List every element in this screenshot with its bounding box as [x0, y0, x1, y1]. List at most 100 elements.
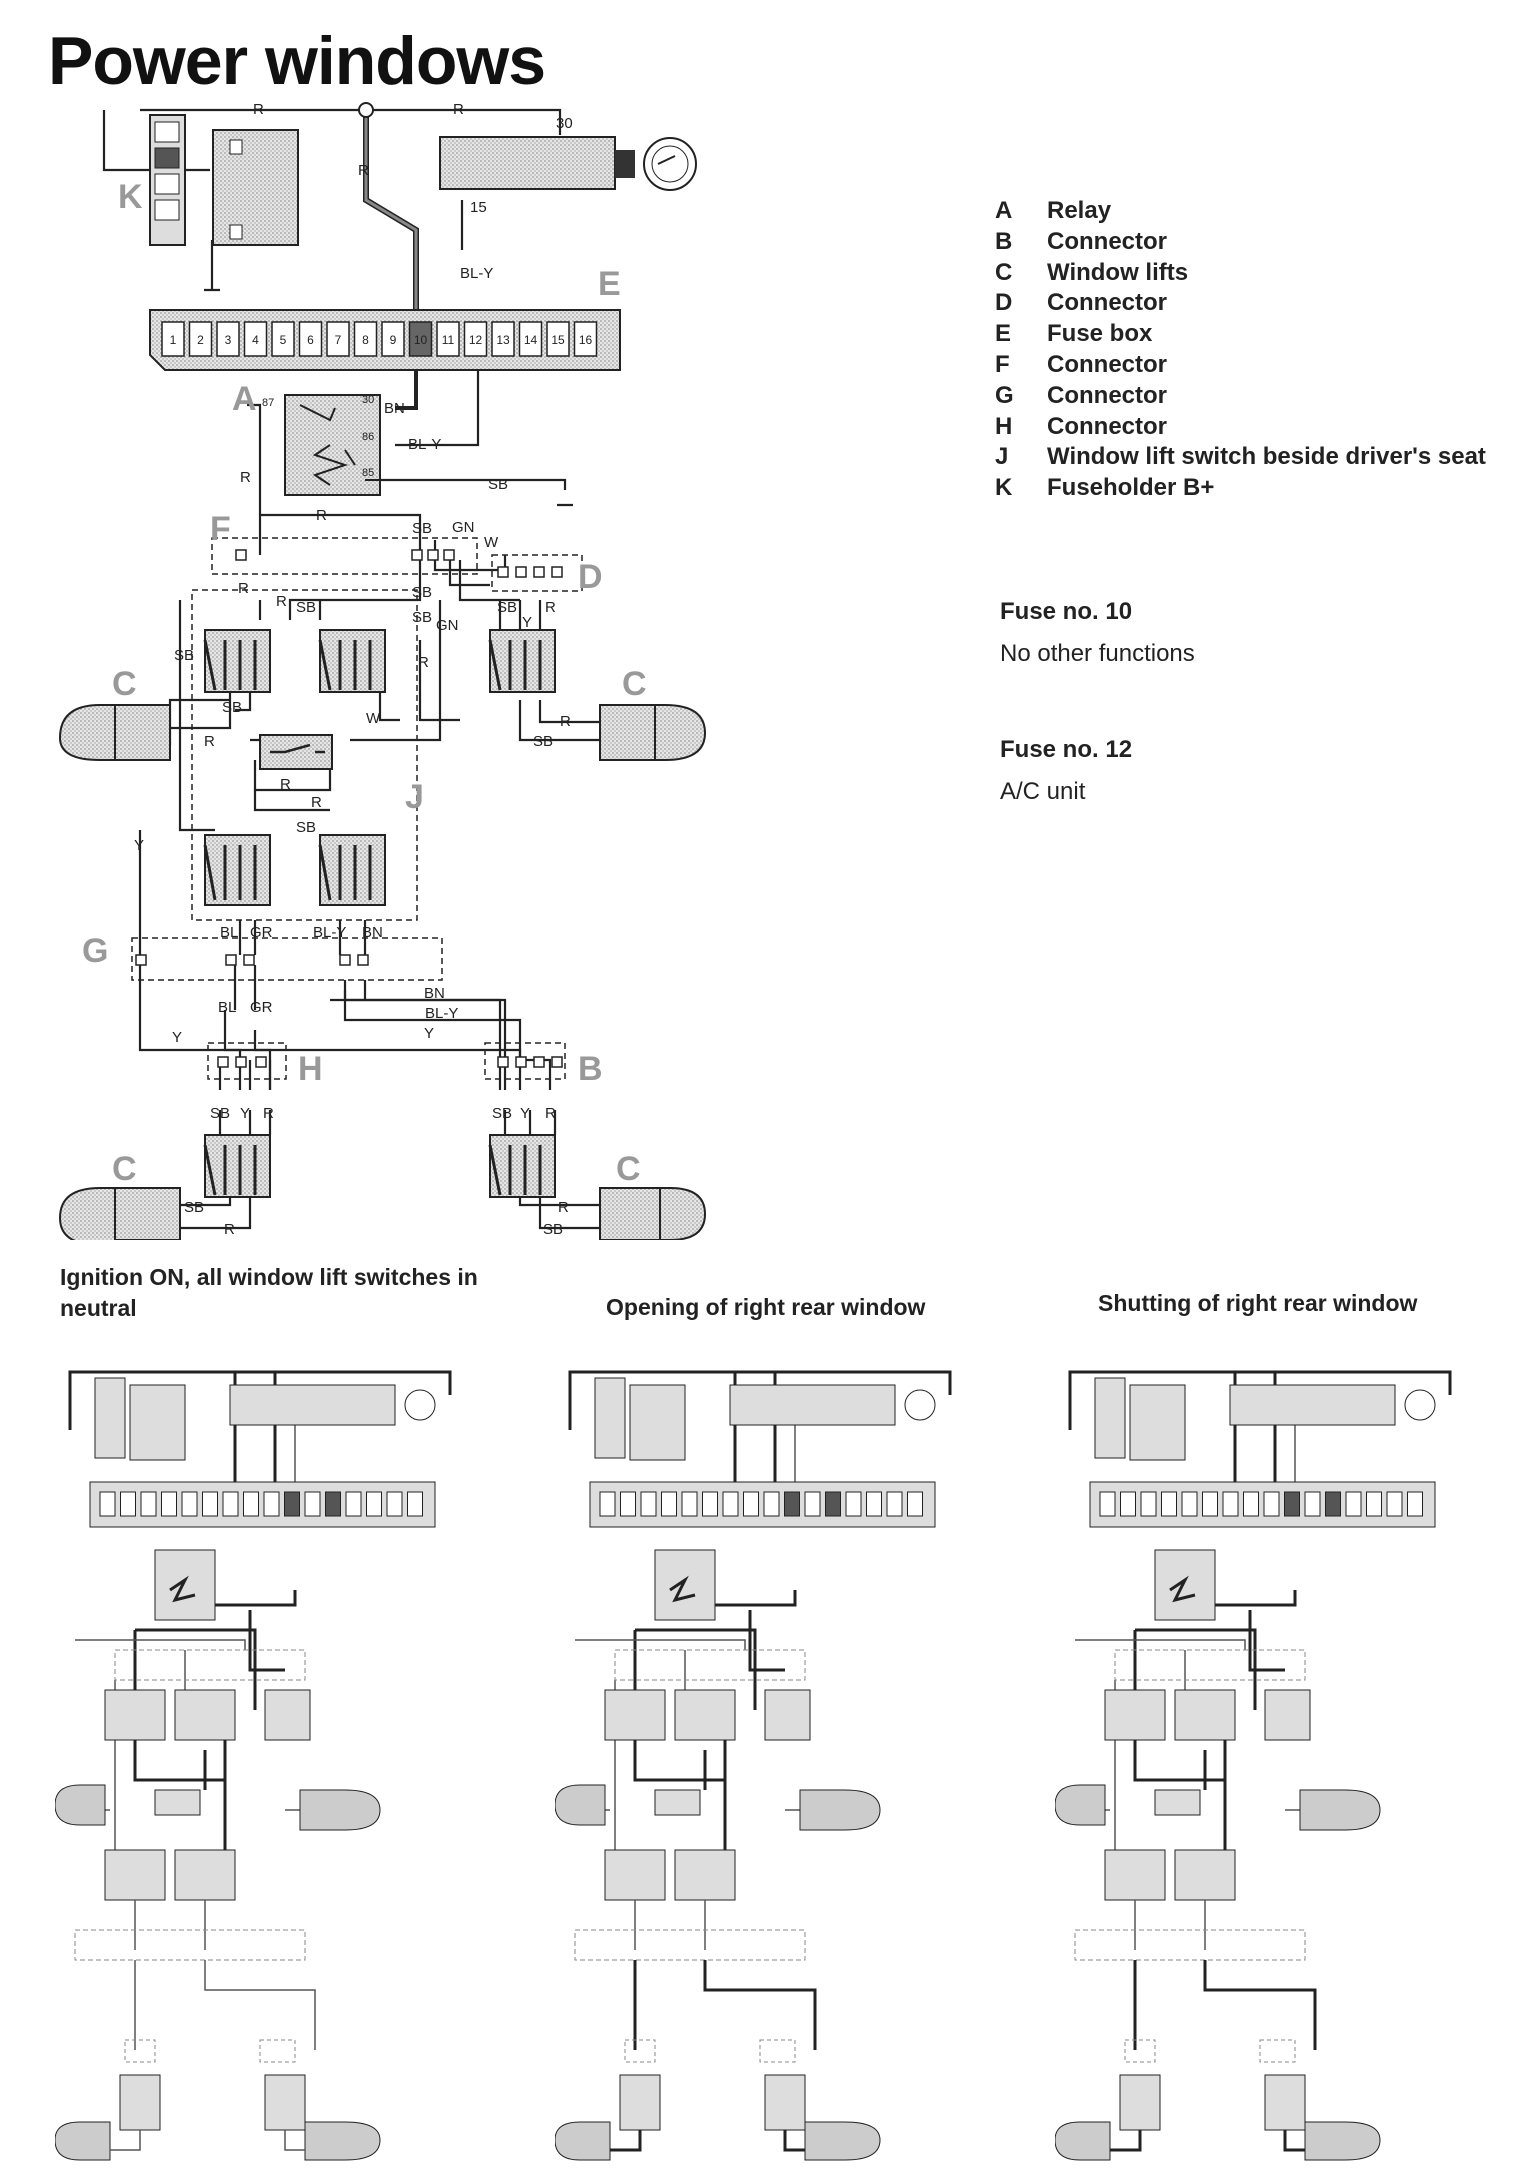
- wire-label: Y: [424, 1025, 434, 1042]
- wire: [568, 1370, 952, 1430]
- wire-label: SB: [488, 476, 508, 493]
- label-a: A: [232, 380, 257, 418]
- fuse-slot: [763, 1491, 780, 1517]
- connector-h: [1124, 2039, 1156, 2063]
- label-h: H: [298, 1050, 323, 1088]
- wire-label: SB: [184, 1199, 204, 1216]
- diagram-shutting: [1055, 1370, 1452, 2161]
- window-lift: [304, 2121, 381, 2161]
- legend-letter: J: [995, 443, 1009, 471]
- wire: [610, 2130, 805, 2152]
- switch: [104, 1689, 166, 1741]
- wire-label: BN: [362, 924, 383, 941]
- fuse-slot: [491, 321, 515, 357]
- wire-label: R: [558, 1199, 569, 1216]
- fuse-number: 15: [551, 333, 565, 347]
- ignition-switch: [229, 1384, 396, 1426]
- switch: [1174, 1689, 1236, 1741]
- connector-g: [74, 1929, 306, 1961]
- wire-label: R: [418, 654, 429, 671]
- fuse-number: 14: [524, 333, 538, 347]
- wire-label: R: [204, 733, 215, 750]
- wire-label: Y: [520, 1105, 530, 1122]
- fuse-slot: [408, 321, 433, 357]
- legend-desc: Connector: [1047, 227, 1167, 255]
- window-lift: [555, 1784, 606, 1826]
- terminal-87: 87: [262, 397, 274, 409]
- fuse-slot: [1386, 1491, 1403, 1517]
- fuse-number: 12: [469, 333, 483, 347]
- fuse-number: 8: [362, 333, 369, 347]
- terminal-30: 30: [362, 394, 374, 406]
- fuse-slot: [216, 321, 240, 357]
- window-lift: [804, 2121, 881, 2161]
- switch: [764, 1689, 811, 1741]
- wire-label: R: [224, 1221, 235, 1238]
- fuse-slot: [1304, 1491, 1321, 1517]
- label-b: B: [578, 1050, 603, 1088]
- switch: [1104, 1849, 1166, 1901]
- fuse-slot: [907, 1491, 923, 1517]
- fuse-slot: [804, 1491, 821, 1517]
- window-lift: [555, 2121, 611, 2161]
- wire-label: SB: [412, 609, 432, 626]
- rear-right-switch-j: [318, 834, 386, 906]
- terminal-30-ignition: 30: [556, 115, 573, 132]
- connector-h: [124, 2039, 156, 2063]
- fuse-slot: [546, 321, 570, 357]
- window-lift: [55, 2121, 111, 2161]
- fuse-slot: [120, 1491, 136, 1517]
- switch: [174, 1849, 236, 1901]
- label-c-rear-right: C: [616, 1150, 641, 1188]
- fuse-number: 5: [280, 333, 287, 347]
- label-c-front-right: C: [622, 665, 647, 703]
- switch: [264, 1689, 311, 1741]
- fuse-slot: [825, 1491, 841, 1517]
- window-lift-rear-right: [599, 1187, 707, 1240]
- wire-label: W: [484, 534, 499, 551]
- rear-right-switch: [488, 1134, 556, 1198]
- wire-label: GN: [452, 519, 475, 536]
- wire-label: R: [358, 162, 369, 179]
- connector-f: [614, 1649, 806, 1681]
- legend-letter: G: [995, 381, 1014, 409]
- wire-label: R: [545, 1105, 556, 1122]
- fuse-number: 7: [335, 333, 342, 347]
- wire-label: R: [240, 469, 251, 486]
- relay: [654, 1549, 716, 1621]
- fuse-number: 1: [170, 333, 177, 347]
- fuse-slot: [1120, 1491, 1136, 1517]
- fuse-slot: [161, 321, 185, 357]
- wire: [633, 1740, 727, 1850]
- fuseholder: [94, 1377, 126, 1459]
- wire-label: SB: [296, 599, 316, 616]
- wire-label: SB: [543, 1221, 563, 1238]
- fuse-slot: [1202, 1491, 1218, 1517]
- fuse-slot: [284, 1491, 300, 1517]
- fuse-slot: [1140, 1491, 1157, 1517]
- wire-label: R: [316, 507, 327, 524]
- wire-label: BL: [218, 999, 236, 1016]
- label-k: K: [118, 178, 143, 216]
- fuse-number: 3: [225, 333, 232, 347]
- fuse-number: 9: [390, 333, 397, 347]
- fuse-number: 13: [496, 333, 510, 347]
- legend-letter: B: [995, 227, 1013, 255]
- terminal-86: 86: [362, 431, 374, 443]
- fuse-slot: [298, 321, 323, 357]
- fuse-slot: [181, 1491, 198, 1517]
- legend-letter: F: [995, 350, 1010, 378]
- fuse-slot: [271, 321, 295, 357]
- wire-label: SB: [492, 1105, 512, 1122]
- lockout-switch: [1154, 1789, 1201, 1816]
- wire: [134, 1960, 316, 2050]
- wire: [1110, 2130, 1305, 2152]
- fuse-slot: [140, 1491, 157, 1517]
- window-lift: [1299, 1789, 1381, 1831]
- fuse-slot: [325, 1491, 341, 1517]
- legend-letter: E: [995, 320, 1012, 348]
- fuse-slot: [222, 1491, 239, 1517]
- wire: [1068, 1370, 1452, 1430]
